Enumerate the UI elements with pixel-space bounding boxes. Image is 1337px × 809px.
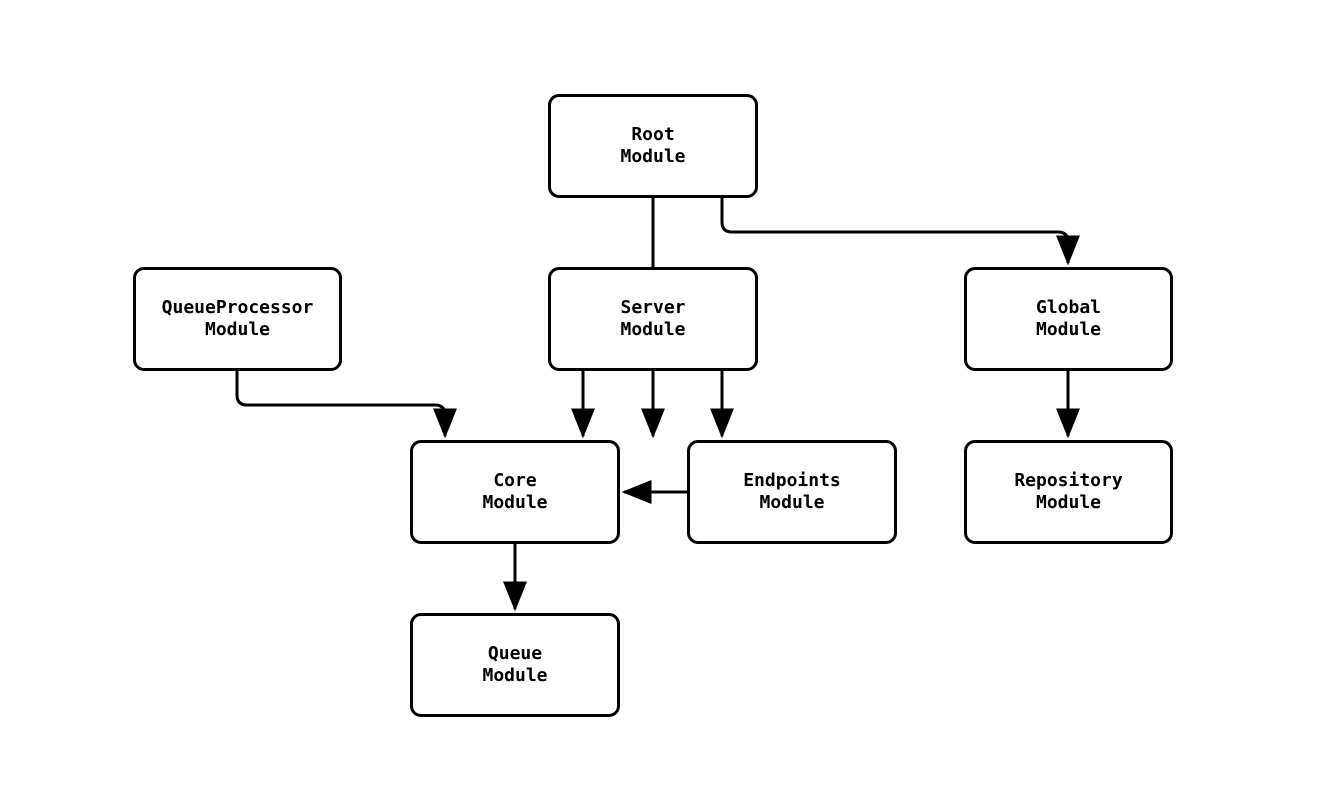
node-core-module-line1: Core: [493, 470, 537, 491]
node-endpoints-module[interactable]: Endpoints Module: [687, 440, 897, 544]
node-server-module-line1: Server: [620, 297, 686, 318]
edge-queueprocessor-to-core: [235, 371, 457, 439]
node-core-module[interactable]: Core Module: [410, 440, 620, 544]
node-queue-module-line2: Module: [482, 665, 548, 686]
edge-root-to-global: [720, 198, 1080, 266]
node-queueprocessor-module-line2: Module: [204, 319, 271, 340]
node-root-module-line2: Module: [620, 146, 686, 167]
node-global-module-line1: Global: [1035, 297, 1102, 318]
node-queueprocessor-module-line1: QueueProcessor: [161, 297, 314, 318]
node-root-module[interactable]: Root Module: [548, 94, 758, 198]
node-endpoints-module-line2: Module: [759, 492, 825, 513]
node-root-module-line1: Root: [631, 124, 675, 145]
node-server-module-line2: Module: [620, 319, 686, 340]
node-global-module[interactable]: Global Module: [964, 267, 1173, 371]
node-global-module-line2: Module: [1035, 319, 1102, 340]
node-repository-module-line1: Repository: [1014, 470, 1123, 491]
node-queue-module[interactable]: Queue Module: [410, 613, 620, 717]
node-queueprocessor-module[interactable]: QueueProcessor Module: [133, 267, 342, 371]
node-queue-module-line1: Queue: [487, 643, 543, 664]
node-repository-module-line2: Module: [1035, 492, 1102, 513]
node-repository-module[interactable]: Repository Module: [964, 440, 1173, 544]
node-endpoints-module-line1: Endpoints: [743, 470, 841, 491]
node-core-module-line2: Module: [482, 492, 548, 513]
node-server-module[interactable]: Server Module: [548, 267, 758, 371]
